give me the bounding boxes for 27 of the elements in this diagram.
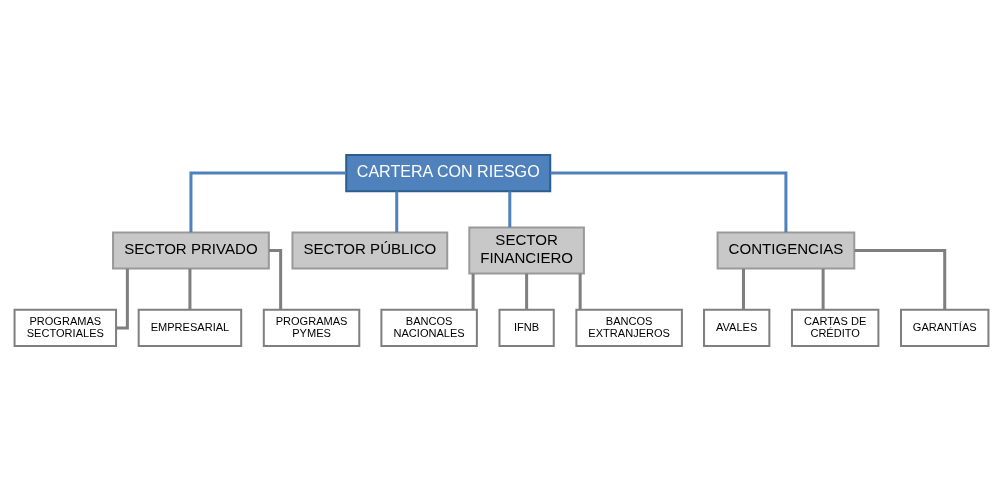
node-box: SECTOR FINANCIERO	[467, 225, 585, 275]
node-box: CARTERA CON RIESGO	[344, 153, 551, 192]
node-box: CARTAS DE CRÉDITO	[790, 308, 879, 347]
connector	[268, 248, 282, 310]
node-box: BANCOS NACIONALES	[379, 308, 478, 347]
connector	[578, 273, 582, 309]
node-box: SECTOR PÚBLICO	[290, 230, 448, 270]
node-box: PROGRAMAS SECTORIALES	[13, 308, 117, 347]
connector	[187, 268, 191, 310]
connector	[188, 171, 346, 232]
connector	[471, 273, 475, 309]
node-box: AVALES	[702, 308, 770, 347]
node-box: GARANTÍAS	[899, 308, 989, 347]
connector	[115, 268, 129, 329]
node-box: IFNB	[498, 308, 555, 347]
connector	[821, 268, 825, 310]
connector	[741, 268, 745, 310]
node-box: CONTIGENCIAS	[716, 230, 855, 270]
node-box: SECTOR PRIVADO	[111, 230, 270, 270]
node-box: PROGRAMAS PYMES	[262, 308, 360, 347]
connector	[394, 190, 398, 232]
connector	[507, 190, 511, 227]
node-box: BANCOS EXTRANJEROS	[574, 308, 683, 347]
connector	[524, 273, 528, 309]
connector	[854, 248, 946, 310]
node-box: EMPRESARIAL	[137, 308, 242, 347]
connector	[549, 171, 787, 232]
